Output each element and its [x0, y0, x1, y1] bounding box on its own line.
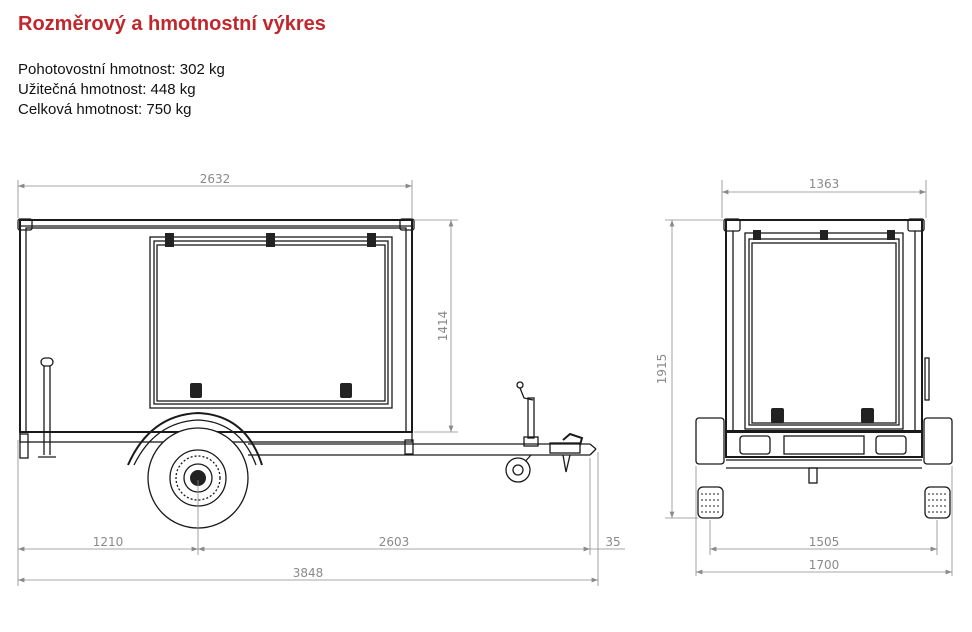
jockey-wheel	[505, 381, 539, 483]
lamp-icon	[861, 408, 874, 423]
dim-total-length: 3848	[293, 566, 324, 580]
lamp-icon	[190, 383, 202, 398]
page-title: Rozměrový a hmotnostní výkres	[18, 13, 326, 35]
side-dimensions: 2632 1414 1210 2603 35 3848	[17, 172, 625, 586]
payload: Užitečná hmotnost: 448 kg	[18, 81, 196, 98]
left-fender	[695, 417, 725, 465]
service-window	[149, 233, 393, 409]
dim-box-height: 1414	[436, 311, 450, 342]
gross-weight: Celková hmotnost: 750 kg	[18, 101, 192, 118]
lamp-icon	[771, 408, 784, 423]
rear-dimensions: 1363 1915 1505 1700	[655, 177, 953, 576]
dim-total-width: 1700	[809, 558, 840, 572]
fender	[127, 411, 263, 466]
left-wheel	[697, 486, 724, 519]
rear-view	[695, 218, 953, 519]
box-body	[19, 219, 413, 433]
dim-box-length: 2632	[200, 172, 231, 186]
coupling	[549, 432, 584, 473]
right-wheel	[924, 486, 951, 519]
dim-total-height: 1915	[655, 354, 669, 385]
curb-weight: Pohotovostní hmotnost: 302 kg	[18, 61, 225, 78]
dim-rear-to-axle: 1210	[93, 535, 124, 549]
weight-specs: Pohotovostní hmotnost: 302 kg Užitečná h…	[18, 60, 225, 120]
dim-track-width: 1505	[809, 535, 840, 549]
rear-box-body	[725, 219, 923, 433]
dim-coupling-overhang: 35	[605, 535, 620, 549]
rear-door	[744, 232, 904, 430]
rear-bumper	[725, 430, 923, 458]
side-view	[17, 218, 597, 529]
right-fender	[923, 417, 953, 465]
lamp-icon	[340, 383, 352, 398]
dim-box-width: 1363	[809, 177, 840, 191]
dim-axle-to-coupling: 2603	[379, 535, 410, 549]
